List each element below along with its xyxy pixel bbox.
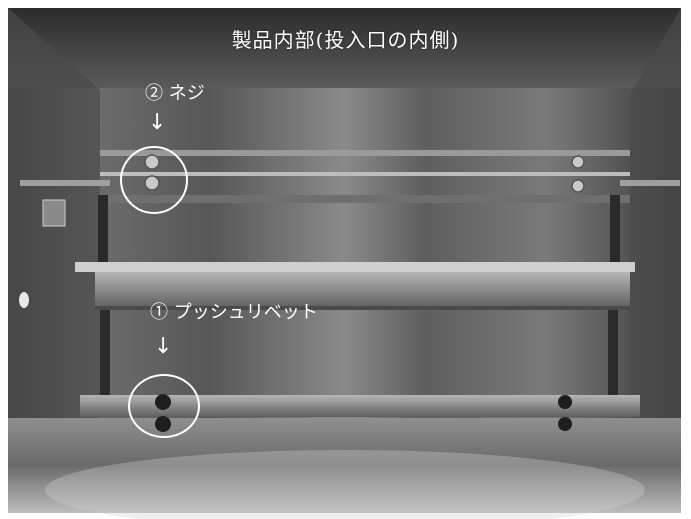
screw-label: ② ネジ — [145, 83, 205, 104]
screw-marker-circle — [120, 146, 188, 214]
push-rivet-marker-circle — [128, 374, 200, 438]
push-rivet-label: ① プッシュリベット — [150, 302, 318, 323]
photo-title: 製品内部(投入口の内側) — [231, 28, 460, 52]
screw-arrow: ↓ — [148, 110, 167, 135]
push-rivet-arrow: ↓ — [154, 334, 173, 359]
